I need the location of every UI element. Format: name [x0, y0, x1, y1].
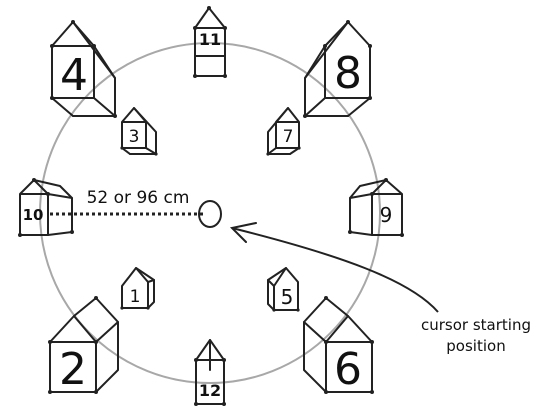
cursor-start-ellipse	[198, 200, 222, 228]
annotation-arrow	[231, 227, 439, 313]
target-4-house-icon	[50, 20, 117, 118]
target-5-house-icon	[267, 267, 300, 312]
target-2-label: 2	[59, 344, 87, 395]
target-1-label: 1	[130, 287, 141, 307]
target-7-house-icon	[266, 107, 301, 156]
target-4-label: 4	[60, 50, 88, 101]
target-9-label: 9	[380, 203, 393, 227]
arrow-head-icon	[229, 222, 257, 243]
target-3-label: 3	[129, 127, 140, 147]
target-3-house-icon	[120, 107, 158, 156]
target-6-label: 6	[334, 344, 362, 395]
cursor-annotation-line-2: position	[446, 337, 505, 355]
target-5-label: 5	[281, 285, 294, 309]
target-6-house-icon	[303, 296, 374, 394]
cursor-annotation-line-1: cursor starting	[421, 316, 531, 334]
target-11-label: 11	[199, 30, 221, 49]
target-7-label: 7	[283, 127, 294, 147]
target-10-house-icon	[18, 178, 74, 237]
target-12-house-icon	[194, 339, 226, 406]
target-8-label: 8	[334, 48, 362, 99]
target-1-house-icon	[120, 267, 155, 310]
target-12-label: 12	[199, 381, 221, 400]
target-8-house-icon	[303, 20, 372, 118]
target-10-label: 10	[23, 206, 44, 224]
target-9-house-icon	[348, 178, 404, 237]
distance-label: 52 or 96 cm	[87, 188, 190, 208]
target-11-house-icon	[193, 6, 227, 78]
target-2-house-icon	[48, 296, 119, 394]
target-circle	[39, 42, 381, 384]
